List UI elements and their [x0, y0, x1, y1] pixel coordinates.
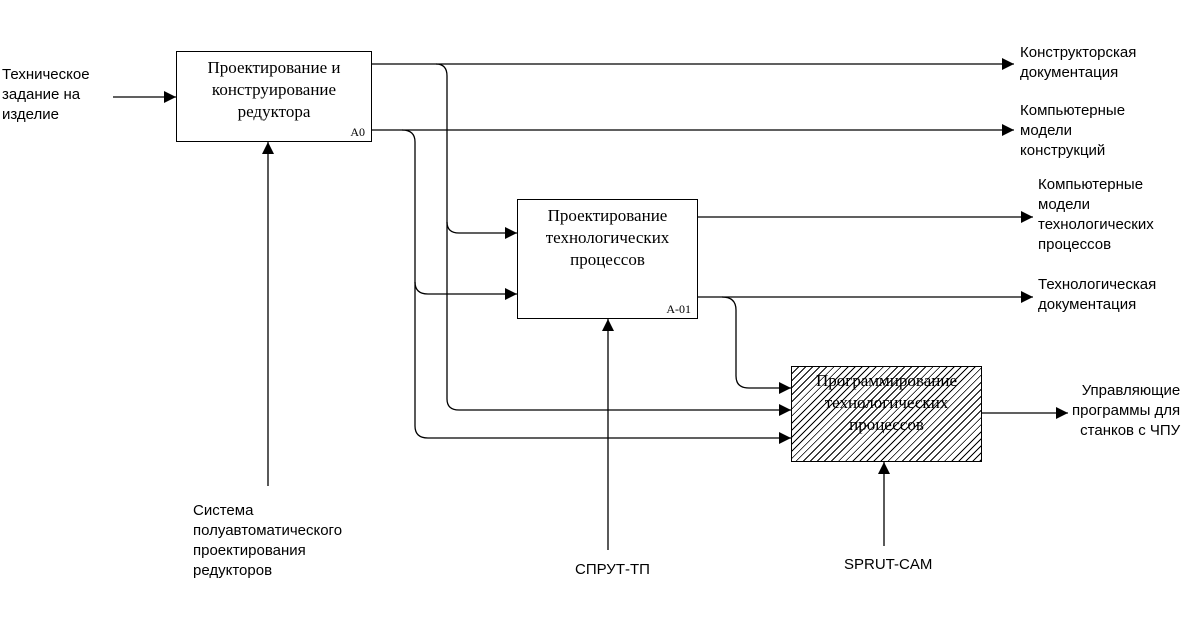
- box-title: Программирование технологических процесс…: [816, 371, 957, 434]
- function-box-programming[interactable]: Программирование технологических процесс…: [791, 366, 982, 462]
- arrow-a0-to-a01-upper: [435, 63, 517, 239]
- label-out-models: Компьютерные модели конструкций: [1020, 102, 1126, 159]
- function-box-a01[interactable]: Проектирование технологических процессов…: [517, 199, 698, 319]
- arrow-a0-to-prog-lower: [414, 282, 791, 444]
- label-out-design-docs: Конструкторская документация: [1020, 44, 1137, 81]
- function-box-a0[interactable]: Проектирование и конструирование редукто…: [176, 51, 372, 142]
- label-mech-system: Система полуавтоматического проектирован…: [193, 502, 343, 579]
- box-node-code: А0: [350, 125, 365, 139]
- label-out-tech-docs: Технологическая документация: [1038, 276, 1157, 313]
- label-input-spec: Техническое задание на изделие: [2, 66, 90, 123]
- label-mech-sprut-tp: СПРУТ-ТП: [575, 561, 650, 578]
- label-out-tech-models: Компьютерные модели технологических проц…: [1038, 176, 1154, 253]
- arrow-a0-to-prog-upper: [446, 222, 791, 416]
- arrow-a01-to-prog: [721, 296, 791, 394]
- arrow-a0-to-a01-lower: [401, 129, 517, 300]
- box-node-code: А-01: [666, 302, 691, 316]
- box-title: Проектирование и конструирование редукто…: [207, 58, 341, 121]
- box-title: Проектирование технологических процессов: [545, 206, 670, 269]
- label-mech-sprut-cam: SPRUT-CAM: [844, 556, 933, 573]
- label-out-cnc: Управляющие программы для станков с ЧПУ: [1072, 382, 1181, 439]
